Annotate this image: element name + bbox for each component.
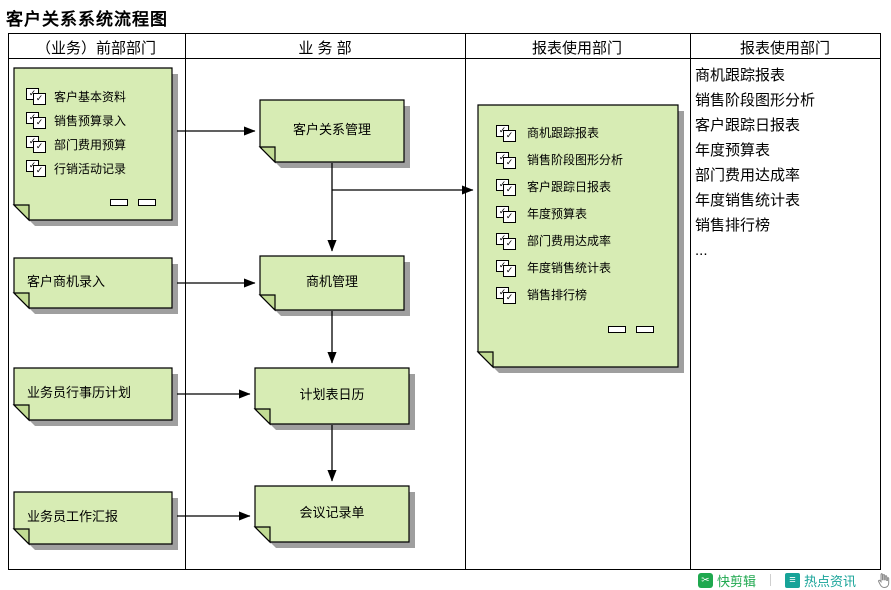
report-name: 销售阶段图形分析 [695, 92, 816, 109]
shape-crm: 客户关系管理 [258, 99, 410, 168]
blank-field-group [110, 199, 156, 206]
shape-label: 商机管理 [305, 273, 358, 289]
report-item-label: 客户跟踪日报表 [527, 180, 612, 194]
lane-divider-2 [465, 33, 466, 569]
hot-news-label: 热点资讯 [804, 573, 857, 589]
lane-header-report-users-1: 报表使用部门 [531, 40, 623, 57]
report-name: 商机跟踪报表 [695, 67, 786, 84]
blank-field [636, 326, 654, 333]
checkbox-icon [496, 232, 516, 250]
report-name: 销售排行榜 [695, 217, 771, 234]
input-checklist-doc: 客户基本资料 销售预算录入 部门费用预算 行销活动记录 [12, 67, 178, 226]
paper-shape-outline [253, 485, 415, 548]
lane-header-report-users-2: 报表使用部门 [739, 40, 831, 57]
report-item-label: 商机跟踪报表 [527, 126, 600, 140]
report-checklist-doc: 商机跟踪报表 销售阶段图形分析 客户跟踪日报表 年度预算表 [476, 104, 684, 373]
shape-meeting-minutes: 会议记录单 [253, 485, 415, 548]
checklist-item-label: 销售预算录入 [54, 113, 127, 128]
checkbox-icon [26, 112, 46, 129]
shape-label: 业务员行事历计划 [27, 384, 132, 400]
table-bottom-border [8, 569, 881, 570]
scissors-icon: ✂ [698, 572, 713, 588]
paper-shape-outline [12, 257, 178, 314]
report-name: 年度预算表 [695, 142, 771, 159]
report-item: 部门费用达成率 [496, 227, 672, 254]
checklist-item: 客户基本资料 [26, 84, 166, 108]
report-name: 客户跟踪日报表 [695, 117, 801, 134]
report-item-label: 销售阶段图形分析 [527, 153, 624, 167]
lane-header-business-dept: 业 务 部 [298, 40, 352, 57]
report-item: 年度销售统计表 [496, 254, 672, 281]
checkbox-icon [496, 151, 516, 169]
quick-clip-button[interactable]: ✂ 快剪辑 [698, 571, 756, 590]
overlay-toolbar: ✂ 快剪辑 ≡ 热点资讯 [698, 571, 891, 589]
shape-label: 客户商机录入 [27, 273, 106, 289]
shape-label: 计划表日历 [299, 386, 365, 402]
blank-field [138, 199, 156, 206]
page-title: 客户关系系统流程图 [6, 10, 168, 29]
checklist-item: 行销活动记录 [26, 156, 166, 180]
shape-work-report: 业务员工作汇报 [12, 491, 178, 550]
checklist-item: 部门费用预算 [26, 132, 166, 156]
report-item-label: 销售排行榜 [527, 288, 588, 302]
report-name: ... [695, 242, 708, 259]
shape-calendar-plan: 业务员行事历计划 [12, 367, 178, 426]
shape-label: 会议记录单 [299, 504, 365, 520]
checkbox-icon [496, 205, 516, 223]
checkbox-icon [496, 286, 516, 304]
checkbox-icon [26, 160, 46, 177]
table-left-border [8, 33, 9, 569]
report-name: 年度销售统计表 [695, 192, 801, 209]
lane-divider-3 [690, 33, 691, 569]
report-item: 销售排行榜 [496, 281, 672, 308]
table-top-border [8, 33, 881, 34]
checkbox-icon [26, 88, 46, 105]
hot-news-button[interactable]: ≡ 热点资讯 [785, 571, 856, 590]
checkbox-icon [496, 259, 516, 277]
checkbox-icon [26, 136, 46, 153]
report-name: 部门费用达成率 [695, 167, 801, 184]
report-name-list: 商机跟踪报表 销售阶段图形分析 客户跟踪日报表 年度预算表 部门费用达成率 年度… [695, 63, 815, 263]
paper-shape-outline [12, 367, 178, 426]
toolbar-divider [770, 574, 772, 586]
report-item-label: 年度销售统计表 [527, 261, 612, 275]
checklist-item-label: 部门费用预算 [54, 137, 127, 152]
table-right-border [880, 33, 881, 569]
checkbox-icon [496, 178, 516, 196]
lane-divider-1 [185, 33, 186, 569]
report-item: 商机跟踪报表 [496, 119, 672, 146]
blank-field [608, 326, 626, 333]
paper-shape-outline [258, 99, 410, 168]
checkbox-icon [496, 124, 516, 142]
paper-shape-outline [12, 491, 178, 550]
paper-shape-outline [253, 367, 415, 430]
report-item: 客户跟踪日报表 [496, 173, 672, 200]
checklist-item-label: 行销活动记录 [54, 161, 127, 176]
paper-shape-outline [476, 104, 684, 373]
shape-label: 业务员工作汇报 [27, 508, 119, 524]
blank-field [110, 199, 128, 206]
lane-header-front-dept: （业务）前部部门 [35, 40, 157, 57]
checklist-item: 销售预算录入 [26, 108, 166, 132]
paper-shape-outline [258, 255, 410, 316]
checklist-item-label: 客户基本资料 [54, 89, 127, 104]
hand-cursor-icon[interactable] [876, 572, 891, 589]
header-divider-line [8, 58, 881, 59]
news-icon: ≡ [785, 572, 801, 588]
quick-clip-label: 快剪辑 [717, 573, 757, 589]
shape-opportunity-mgmt: 商机管理 [258, 255, 410, 316]
paper-shape-outline [12, 67, 178, 226]
shape-opportunity-entry: 客户商机录入 [12, 257, 178, 314]
report-item: 年度预算表 [496, 200, 672, 227]
shape-label: 客户关系管理 [292, 121, 371, 137]
blank-field-group [608, 326, 654, 333]
shape-plan-calendar: 计划表日历 [253, 367, 415, 430]
report-item: 销售阶段图形分析 [496, 146, 672, 173]
report-item-label: 年度预算表 [527, 207, 588, 221]
report-item-label: 部门费用达成率 [527, 234, 612, 248]
